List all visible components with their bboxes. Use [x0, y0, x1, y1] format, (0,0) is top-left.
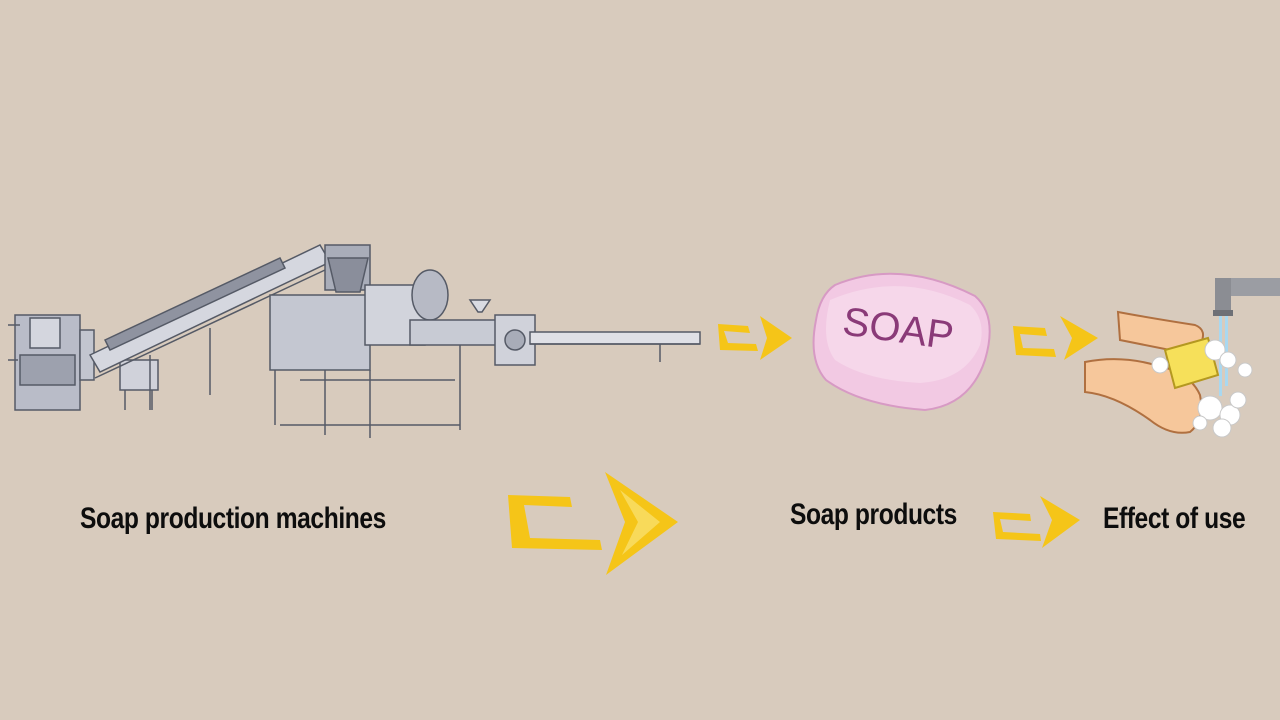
faucet-icon: [1213, 278, 1280, 396]
arrow-small-2: [1013, 316, 1098, 360]
arrow-large: [508, 472, 678, 575]
label-soap-products: Soap products: [790, 498, 957, 531]
soap-bar-illustration: SOAP: [812, 272, 991, 412]
label-effect-of-use: Effect of use: [1103, 502, 1246, 535]
label-soap-production-machines: Soap production machines: [80, 502, 386, 535]
arrow-small-1: [718, 316, 792, 360]
arrow-right-bottom: [993, 496, 1080, 548]
soap-production-machine-illustration: [8, 244, 701, 438]
hand-washing-illustration: [1084, 278, 1280, 438]
